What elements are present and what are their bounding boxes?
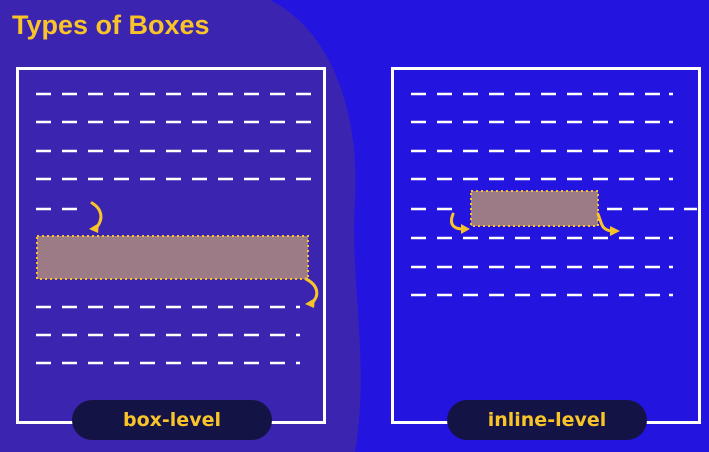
box-level-label: box-level xyxy=(72,400,272,440)
text-lines xyxy=(36,92,311,365)
arrow-icon xyxy=(304,277,319,305)
arrow-icon-head xyxy=(305,298,315,308)
arrow-icon-head xyxy=(461,224,470,234)
page-title: Types of Boxes xyxy=(12,10,210,40)
inline-level-diagram xyxy=(391,67,701,424)
arrow-icon-head xyxy=(89,223,99,233)
arrow-icon-head xyxy=(610,226,620,236)
box-level-panel xyxy=(16,67,326,424)
inline-level-panel xyxy=(391,67,701,424)
box-level-diagram xyxy=(16,67,326,424)
arrow-icon xyxy=(596,212,613,233)
inline-level-label: inline-level xyxy=(447,400,647,440)
arrow-icon xyxy=(449,212,465,231)
block-box xyxy=(36,235,309,280)
text-lines xyxy=(411,92,697,297)
arrow-icon xyxy=(90,201,103,230)
inline-box xyxy=(470,190,599,227)
